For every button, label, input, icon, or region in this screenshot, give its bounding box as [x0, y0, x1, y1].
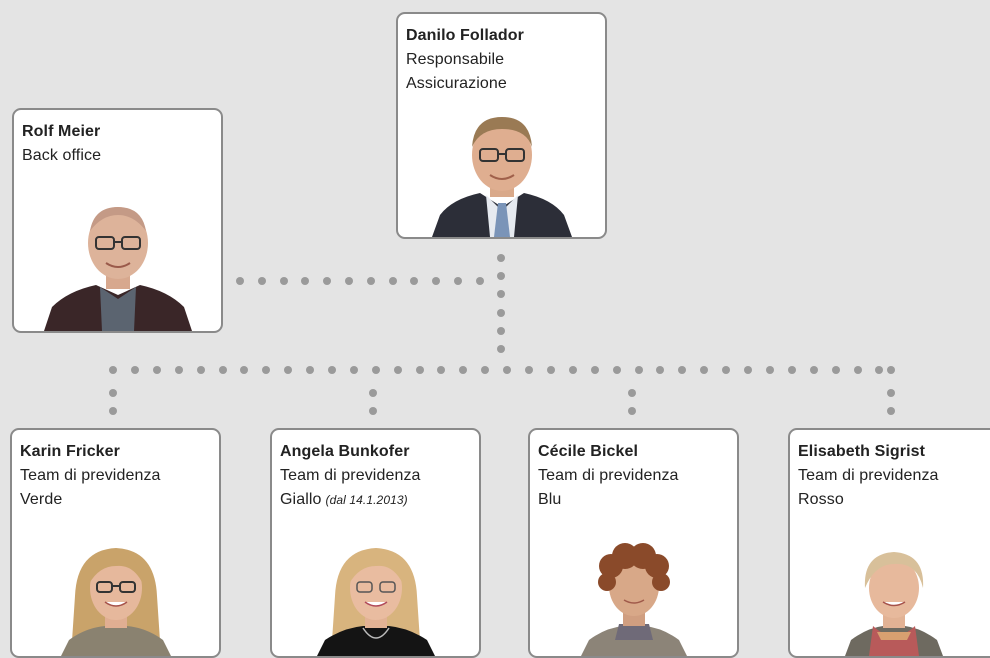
connector-dot [367, 277, 375, 285]
connector-dot [503, 366, 511, 374]
org-card-team-giallo: Angela Bunkofer Team di previdenza Giall… [270, 428, 481, 658]
person-name: Karin Fricker [20, 443, 121, 460]
connector-dot [350, 366, 358, 374]
connector-dot [635, 366, 643, 374]
connector-dot [153, 366, 161, 374]
connector-dot [416, 366, 424, 374]
connector-dot [628, 389, 636, 397]
person-role: Responsabile [406, 51, 505, 68]
connector-dot [497, 290, 505, 298]
portrait-photo [844, 552, 943, 656]
connector-dot [476, 277, 484, 285]
connector-dot [569, 366, 577, 374]
connector-dot [700, 366, 708, 374]
person-name: Cécile Bickel [538, 443, 639, 460]
connector-dot [306, 366, 314, 374]
connector-dot [219, 366, 227, 374]
connector-dot [175, 366, 183, 374]
connector-dot [832, 366, 840, 374]
portrait-photo [60, 548, 171, 656]
connector-dot [454, 277, 462, 285]
connector-dot [109, 407, 117, 415]
connector-dot [497, 345, 505, 353]
org-card-team-blu: Cécile Bickel Team di previdenza Blu [528, 428, 739, 658]
connector-dot [432, 277, 440, 285]
connector-dot [372, 366, 380, 374]
connector-dot [497, 272, 505, 280]
connector-dot [328, 366, 336, 374]
connector-dot [497, 254, 505, 262]
person-role: Team di previdenza [280, 467, 421, 484]
connector-dot [459, 366, 467, 374]
connector-dot [722, 366, 730, 374]
connector-dot [854, 366, 862, 374]
connector-dot [369, 389, 377, 397]
person-name: Rolf Meier [22, 123, 101, 140]
connector-dot [394, 366, 402, 374]
connector-dot [887, 389, 895, 397]
org-card-team-verde: Karin Fricker Team di previdenza Verde [10, 428, 221, 658]
start-date-note: (dal 14.1.2013) [325, 493, 408, 507]
org-card-team-rosso: Elisabeth Sigrist Team di previdenza Ros… [788, 428, 990, 658]
connector-dot [678, 366, 686, 374]
connector-dot [744, 366, 752, 374]
person-name: Angela Bunkofer [280, 443, 410, 460]
person-team: Rosso [798, 491, 844, 508]
connector-dot [197, 366, 205, 374]
person-role: Team di previdenza [20, 467, 161, 484]
connector-dot [437, 366, 445, 374]
person-team: Blu [538, 491, 562, 508]
connector-dot [369, 407, 377, 415]
connector-dot [887, 366, 895, 374]
connector-dot [109, 366, 117, 374]
connector-dot [788, 366, 796, 374]
connector-dot [236, 277, 244, 285]
person-role: Team di previdenza [538, 467, 679, 484]
connector-dot [875, 366, 883, 374]
person-role: Back office [22, 147, 102, 164]
portrait-photo [316, 548, 435, 656]
connector-dot [547, 366, 555, 374]
org-card-backoffice: Rolf Meier Back office [12, 108, 223, 333]
connector-dot [109, 389, 117, 397]
connector-dot [240, 366, 248, 374]
connector-dot [131, 366, 139, 374]
person-name: Elisabeth Sigrist [798, 443, 926, 460]
connector-dot [389, 277, 397, 285]
portrait-photo [580, 543, 687, 656]
connector-dot [481, 366, 489, 374]
connector-dot [766, 366, 774, 374]
connector-dot [591, 366, 599, 374]
connector-dot [525, 366, 533, 374]
connector-dot [887, 407, 895, 415]
connector-dot [613, 366, 621, 374]
org-card-head: Danilo Follador Responsabile Assicurazio… [396, 12, 607, 239]
person-role-detail: Assicurazione [406, 75, 507, 92]
connector-dot [497, 327, 505, 335]
portrait-photo [43, 207, 192, 331]
connector-dot [810, 366, 818, 374]
person-name: Danilo Follador [406, 27, 524, 44]
connector-dot [301, 277, 309, 285]
connector-dot [497, 309, 505, 317]
connector-dot [656, 366, 664, 374]
person-team: Verde [20, 491, 63, 508]
connector-dot [410, 277, 418, 285]
connector-dot [628, 407, 636, 415]
connector-dot [258, 277, 266, 285]
connector-dot [262, 366, 270, 374]
portrait-photo [431, 117, 572, 237]
connector-dot [345, 277, 353, 285]
person-role: Team di previdenza [798, 467, 939, 484]
connector-dot [323, 277, 331, 285]
connector-dot [280, 277, 288, 285]
connector-dot [284, 366, 292, 374]
person-team: Giallo(dal 14.1.2013) [280, 491, 408, 508]
